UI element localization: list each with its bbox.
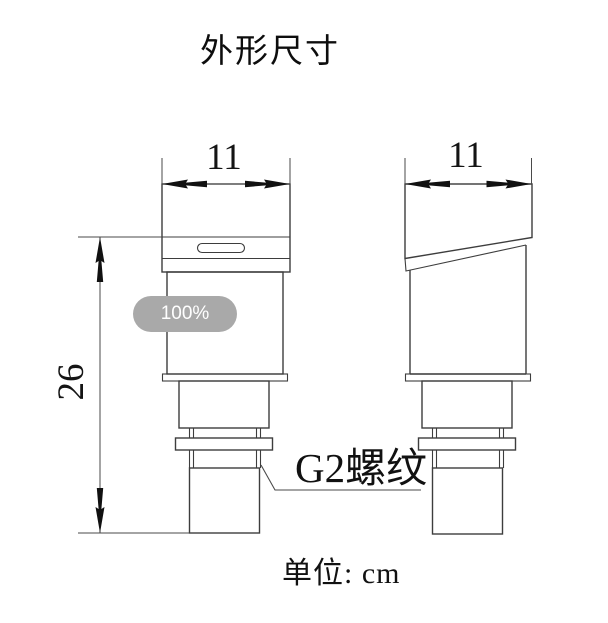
side-flange — [417, 437, 517, 451]
thread-label: G2螺纹 — [295, 445, 428, 491]
dim-arrow-down-icon — [95, 488, 105, 533]
dim-arrow-right-icon — [486, 179, 532, 189]
unit-label: 单位: cm — [282, 557, 401, 590]
thread-leader-line — [260, 464, 421, 491]
side-lip — [404, 373, 532, 382]
dim-arrow-left-icon — [405, 179, 450, 189]
dim-arrow-left-icon — [162, 179, 207, 189]
side-bottom-cylinder — [431, 467, 504, 535]
front-width-value: 11 — [206, 137, 242, 178]
dim-arrow-right-icon — [245, 179, 290, 189]
front-bottom-cylinder — [188, 467, 261, 534]
side-width-value: 11 — [448, 135, 484, 176]
dim-arrow-up-icon — [95, 237, 105, 282]
front-view — [161, 183, 291, 534]
side-head-rim — [404, 244, 527, 272]
front-width-dimension — [161, 158, 291, 189]
side-width-dimension — [404, 158, 532, 189]
front-mid-section — [178, 380, 270, 429]
front-flange — [174, 437, 274, 451]
front-head-slot — [196, 242, 246, 254]
drawing-title: 外形尺寸 — [200, 32, 340, 69]
side-mid-section — [421, 380, 513, 429]
height-value: 26 — [51, 363, 92, 401]
side-view — [404, 183, 533, 535]
front-lip — [161, 373, 289, 382]
height-dimension — [78, 236, 189, 534]
zoom-level-badge: 100% — [133, 296, 237, 332]
